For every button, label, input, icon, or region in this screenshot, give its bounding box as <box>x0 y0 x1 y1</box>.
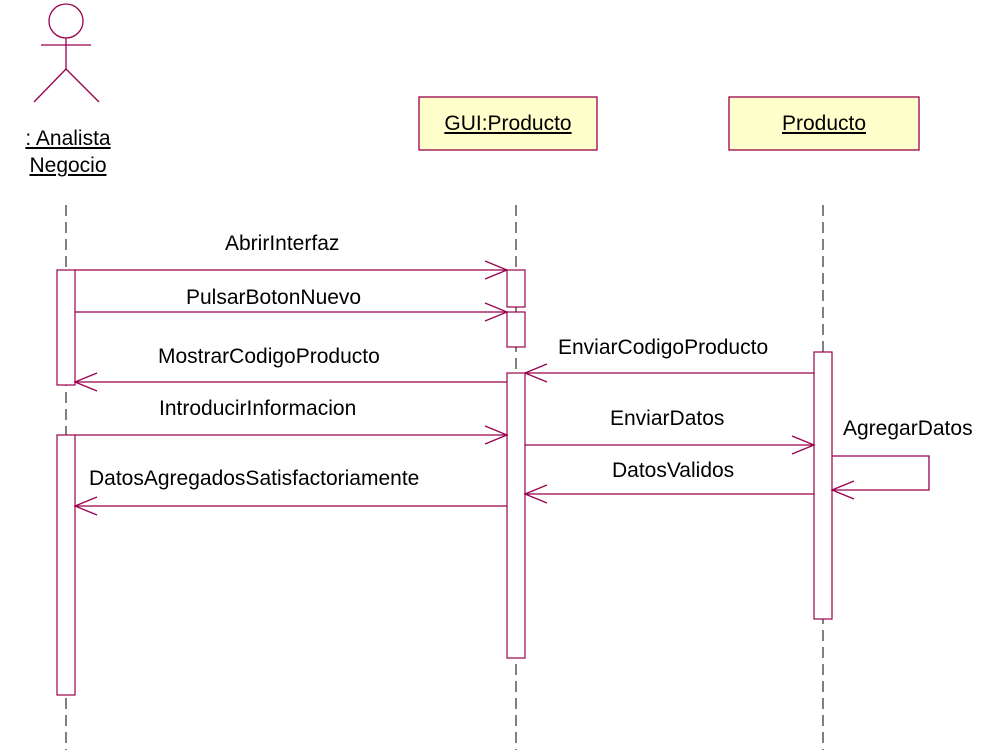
actor-label-line2: Negocio <box>29 154 107 177</box>
message-arrow-datosagregados <box>73 496 507 516</box>
actor-label: : Analista Negocio <box>6 125 130 179</box>
message-label-abririnterfaz: AbrirInterfaz <box>225 232 340 255</box>
message-arrow-enviarcodigoproducto <box>523 363 814 383</box>
actor-left-leg <box>33 68 67 103</box>
message-label-enviarcodigoproducto: EnviarCodigoProducto <box>558 336 769 359</box>
message-label-agregardatos: AgregarDatos <box>843 417 973 440</box>
message-arrow-pulsarbotonnuevo <box>75 302 509 322</box>
message-label-mostrarcodigoproducto: MostrarCodigoProducto <box>158 345 380 368</box>
message-label-datosagregados: DatosAgregadosSatisfactoriamente <box>89 467 420 490</box>
message-arrow-agregardatos <box>830 455 930 500</box>
activation-producto <box>813 351 833 620</box>
activation-gui-2 <box>506 311 526 348</box>
object-name-producto: Producto <box>781 112 867 135</box>
message-label-introducirinformacion: IntroducirInformacion <box>159 397 357 420</box>
actor-right-leg <box>65 68 100 103</box>
message-label-datosvalidos: DatosValidos <box>612 459 735 482</box>
actor-head <box>48 3 84 39</box>
message-arrow-datosvalidos <box>523 484 814 504</box>
activation-actor-1 <box>56 269 76 386</box>
activation-actor-2 <box>56 434 76 696</box>
object-box-gui-producto[interactable] <box>418 96 598 151</box>
message-arrow-abririnterfaz <box>75 260 509 280</box>
message-arrow-mostrarcodigoproducto <box>73 372 507 392</box>
actor-label-line1: : Analista <box>25 127 111 150</box>
object-name-gui-producto: GUI:Producto <box>444 112 572 135</box>
actor-figure <box>33 3 100 103</box>
message-arrow-introducirinformacion <box>75 425 509 445</box>
message-label-enviardatos: EnviarDatos <box>610 407 725 430</box>
message-label-pulsarbotonnuevo: PulsarBotonNuevo <box>186 286 362 309</box>
object-box-producto[interactable] <box>728 96 920 151</box>
activation-gui-3 <box>506 372 526 659</box>
message-arrow-enviardatos <box>525 435 816 455</box>
activation-gui-1 <box>506 269 526 308</box>
